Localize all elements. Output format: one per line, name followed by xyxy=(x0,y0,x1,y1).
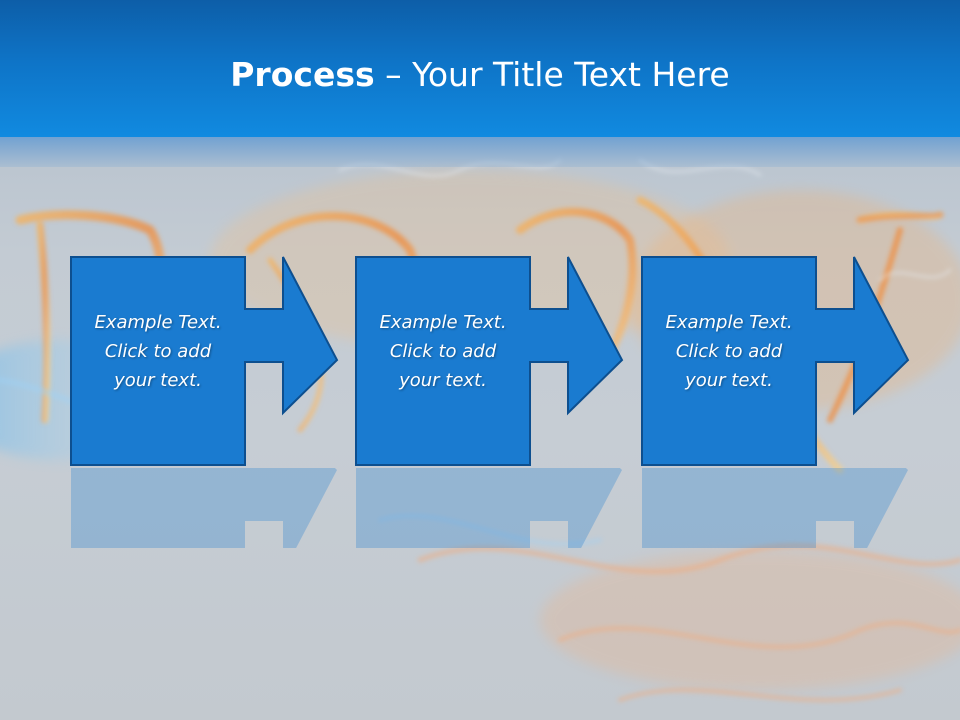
step-reflection xyxy=(355,468,635,548)
step-arrow-shape xyxy=(641,256,910,466)
process-step-1[interactable]: Example Text. Click to add your text. xyxy=(70,256,350,548)
step-text-line: Click to add xyxy=(389,341,497,362)
step-text-line: Example Text. xyxy=(665,312,793,333)
slide-title-rest: – Your Title Text Here xyxy=(374,55,730,94)
step-arrow-shape xyxy=(70,256,339,466)
step-text[interactable]: Example Text. Click to add your text. xyxy=(359,308,527,395)
process-step-2[interactable]: Example Text. Click to add your text. xyxy=(355,256,635,548)
title-band-shadow xyxy=(0,137,960,167)
step-arrow-shape xyxy=(355,256,624,466)
step-reflection xyxy=(641,468,921,548)
step-text-line: your text. xyxy=(685,370,773,391)
step-text-line: Click to add xyxy=(675,341,783,362)
step-text[interactable]: Example Text. Click to add your text. xyxy=(74,308,242,395)
step-reflection xyxy=(70,468,350,548)
slide-title[interactable]: Process – Your Title Text Here xyxy=(0,50,960,100)
process-step-3[interactable]: Example Text. Click to add your text. xyxy=(641,256,921,548)
title-band xyxy=(0,0,960,137)
slide-title-bold: Process xyxy=(230,55,375,94)
step-text-line: Example Text. xyxy=(94,312,222,333)
step-text-line: Example Text. xyxy=(379,312,507,333)
step-text-line: Click to add xyxy=(104,341,212,362)
step-text[interactable]: Example Text. Click to add your text. xyxy=(645,308,813,395)
step-text-line: your text. xyxy=(114,370,202,391)
step-text-line: your text. xyxy=(399,370,487,391)
